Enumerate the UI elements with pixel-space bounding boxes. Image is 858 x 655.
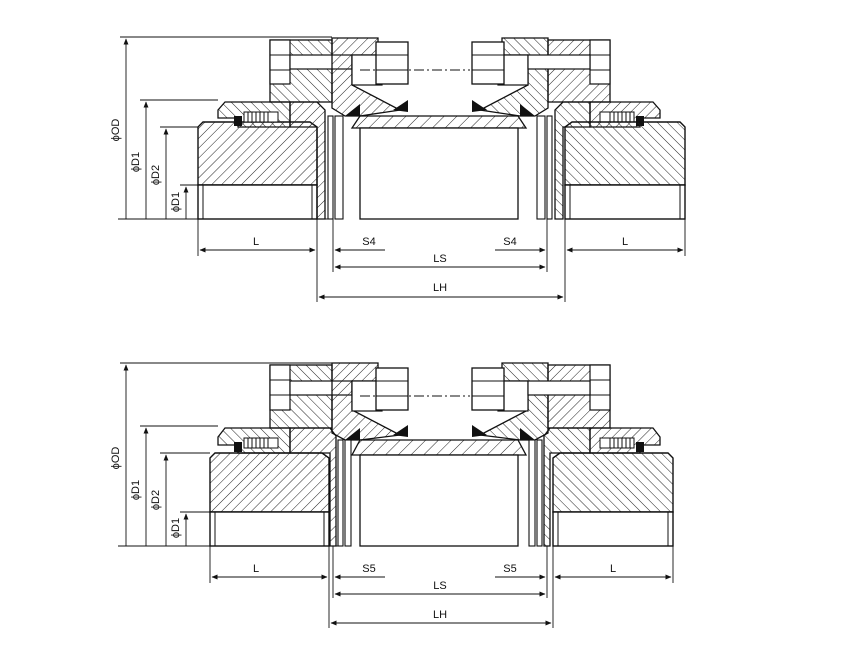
spacer-tube — [350, 439, 528, 547]
right-hub — [564, 121, 686, 220]
top-lh-label: LH — [433, 282, 447, 294]
left-hub — [197, 121, 318, 220]
bottom-right-l-label: L — [610, 563, 616, 575]
bottom-vertical-dimensions: ϕOD ϕD1 ϕD2 ϕD1 — [110, 362, 340, 547]
bottom-lh-label: LH — [433, 609, 447, 621]
right-flange — [527, 364, 661, 547]
top-left-l-label: L — [253, 236, 259, 248]
left-membrane-pack — [331, 362, 470, 547]
top-vertical-dimensions: ϕOD ϕD1 ϕD2 ϕD1 — [110, 36, 332, 220]
bottom-ls-label: LS — [433, 580, 446, 592]
top-right-gap-label: S4 — [503, 236, 516, 248]
bottom-d2-label: ϕD2 — [150, 490, 162, 510]
left-flange — [217, 364, 353, 547]
left-hub — [209, 452, 330, 547]
top-d1-label: ϕD1 — [130, 152, 142, 172]
top-right-l-label: L — [622, 236, 628, 248]
left-membrane-pack — [327, 37, 470, 220]
top-od-label: ϕOD — [110, 119, 122, 142]
bottom-od-label: ϕOD — [110, 447, 122, 470]
top-horizontal-dimensions: L L S4 S4 LS LH — [197, 219, 686, 302]
bottom-left-gap-label: S5 — [362, 563, 375, 575]
top-section-view: ϕOD ϕD1 ϕD2 ϕD1 L L S4 S4 LS LH — [110, 36, 686, 302]
top-left-gap-label: S4 — [362, 236, 375, 248]
bottom-d1-label: ϕD1 — [130, 480, 142, 500]
bottom-section-view: ϕOD ϕD1 ϕD2 ϕD1 L L S5 S5 LS LH — [110, 362, 674, 628]
left-flange — [217, 39, 353, 220]
bottom-right-gap-label: S5 — [503, 563, 516, 575]
spacer-tube — [350, 115, 528, 220]
top-ls-label: LS — [433, 253, 446, 265]
right-flange — [527, 39, 661, 220]
right-hub — [552, 452, 674, 547]
bottom-left-l-label: L — [253, 563, 259, 575]
bottom-horizontal-dimensions: L L S5 S5 LS LH — [209, 546, 674, 628]
top-bore-label: ϕD1 — [170, 192, 182, 212]
bottom-bore-label: ϕD1 — [170, 518, 182, 538]
top-d2-label: ϕD2 — [150, 165, 162, 185]
